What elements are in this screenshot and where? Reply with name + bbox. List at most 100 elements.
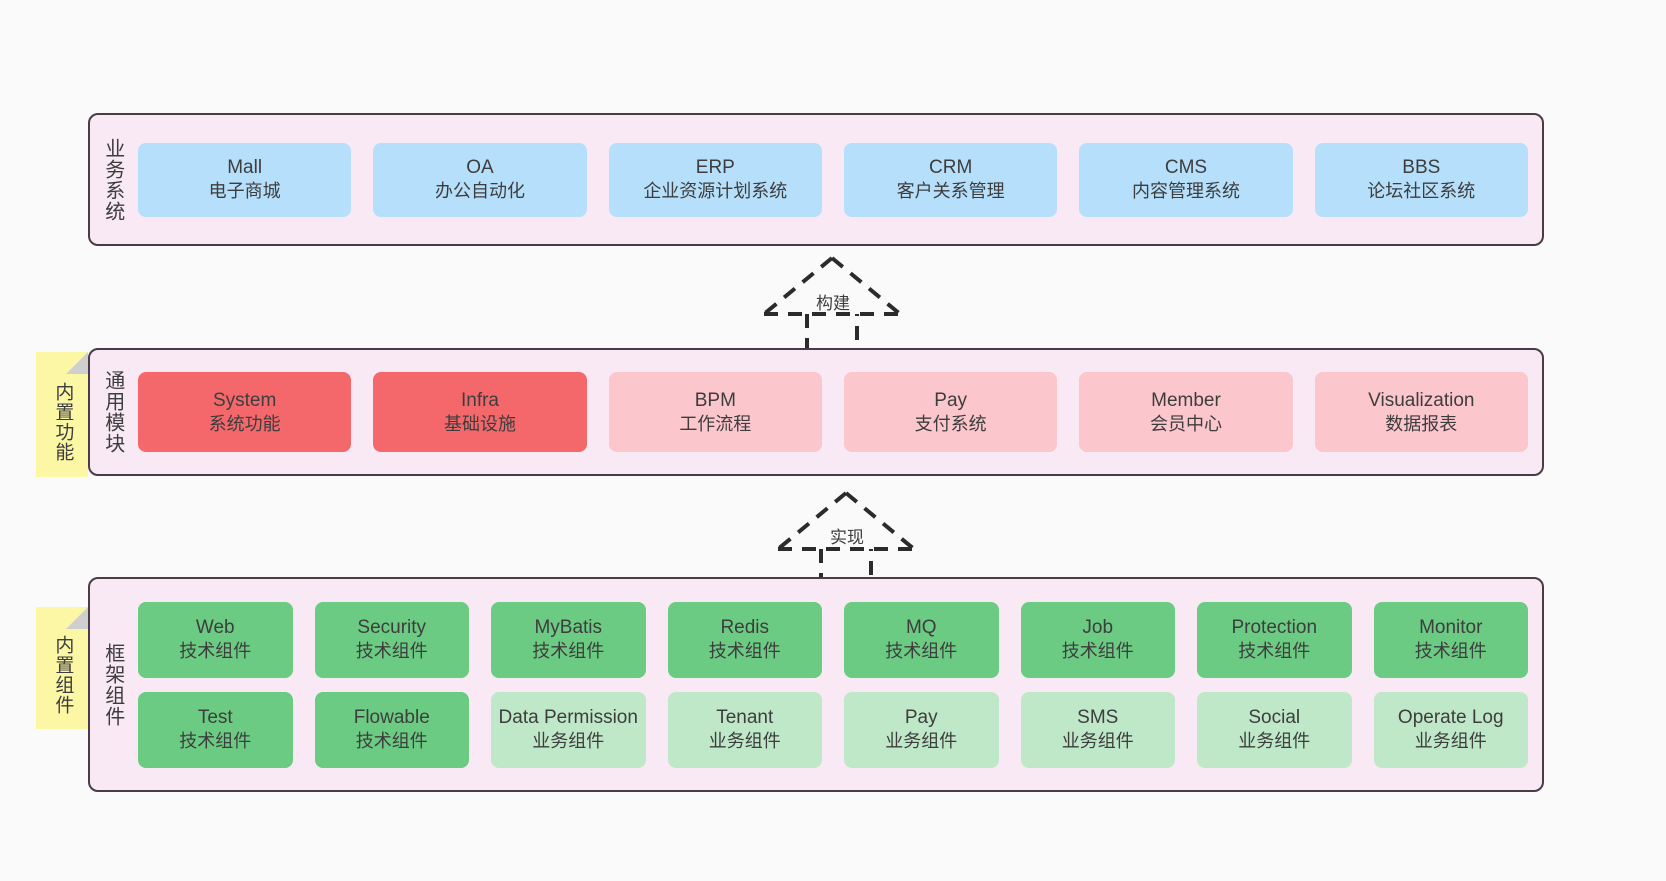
node-redis[interactable]: Redis 技术组件 [667, 601, 822, 678]
node-title: Redis [720, 617, 770, 639]
node-subtitle: 技术组件 [1414, 641, 1487, 662]
node-title: SMS [1077, 707, 1119, 729]
node-title: Web [195, 617, 235, 639]
layer-row: Web 技术组件 Security 技术组件 MyBatis 技术组件 Redi… [138, 601, 1528, 678]
node-subtitle: 业务组件 [1238, 731, 1311, 752]
node-security[interactable]: Security 技术组件 [314, 601, 469, 678]
layer-body-modules: System 系统功能 Infra 基础设施 BPM 工作流程 Pay 支付系统… [134, 350, 1542, 474]
node-subtitle: 办公自动化 [434, 181, 525, 202]
node-subtitle: 业务组件 [532, 731, 605, 752]
node-subtitle: 技术组件 [885, 641, 958, 662]
node-member[interactable]: Member 会员中心 [1079, 372, 1293, 452]
node-title: Pay [934, 389, 968, 411]
node-data-permission[interactable]: Data Permission 业务组件 [491, 691, 646, 768]
node-oa[interactable]: OA 办公自动化 [373, 142, 587, 217]
node-title: MyBatis [534, 617, 603, 639]
node-pay-module[interactable]: Pay 支付系统 [843, 372, 1058, 452]
node-title: Protection [1231, 617, 1318, 639]
node-title: Member [1151, 389, 1221, 411]
node-subtitle: 技术组件 [708, 641, 781, 662]
node-title: Data Permission [498, 707, 638, 729]
connector-build-label: 构建 [816, 294, 850, 313]
node-pay-component[interactable]: Pay 业务组件 [844, 691, 999, 768]
node-title: BPM [694, 389, 736, 411]
node-flowable[interactable]: Flowable 技术组件 [314, 691, 469, 768]
node-title: Flowable [353, 707, 430, 729]
layer-body-business: Mall 电子商城 OA 办公自动化 ERP 企业资源计划系统 CRM 客户关系… [134, 115, 1542, 244]
node-subtitle: 支付系统 [914, 413, 987, 434]
layer-title-business: 业务系统 [101, 137, 124, 222]
layer-row: System 系统功能 Infra 基础设施 BPM 工作流程 Pay 支付系统… [138, 372, 1528, 452]
node-subtitle: 系统功能 [208, 413, 281, 434]
node-bpm[interactable]: BPM 工作流程 [608, 372, 822, 452]
node-title: CMS [1164, 157, 1208, 179]
layer-title-modules: 通用模块 [101, 370, 124, 454]
node-monitor[interactable]: Monitor 技术组件 [1373, 601, 1528, 678]
node-title: Visualization [1368, 389, 1475, 411]
node-title: Test [197, 707, 233, 729]
node-title: MQ [905, 617, 937, 639]
node-infra[interactable]: Infra 基础设施 [373, 372, 587, 452]
node-mybatis[interactable]: MyBatis 技术组件 [491, 601, 646, 678]
node-operate-log[interactable]: Operate Log 业务组件 [1373, 691, 1528, 768]
layer-row: Test 技术组件 Flowable 技术组件 Data Permission … [138, 691, 1528, 768]
note-builtin-components: 内置组件 [36, 607, 88, 729]
layer-common-modules: 通用模块 System 系统功能 Infra 基础设施 BPM 工作流程 Pay… [88, 348, 1544, 476]
node-job[interactable]: Job 技术组件 [1020, 601, 1175, 678]
node-title: Social [1248, 707, 1301, 729]
node-cms[interactable]: CMS 内容管理系统 [1079, 142, 1293, 217]
node-subtitle: 基础设施 [443, 413, 516, 434]
node-erp[interactable]: ERP 企业资源计划系统 [608, 142, 822, 217]
node-mq[interactable]: MQ 技术组件 [844, 601, 999, 678]
node-web[interactable]: Web 技术组件 [138, 601, 293, 678]
node-visualization[interactable]: Visualization 数据报表 [1314, 372, 1528, 452]
layer-row: Mall 电子商城 OA 办公自动化 ERP 企业资源计划系统 CRM 客户关系… [138, 142, 1528, 217]
node-subtitle: 业务组件 [885, 731, 958, 752]
node-subtitle: 技术组件 [355, 641, 428, 662]
node-subtitle: 业务组件 [1061, 731, 1134, 752]
node-subtitle: 电子商城 [208, 181, 281, 202]
node-system[interactable]: System 系统功能 [138, 372, 352, 452]
node-bbs[interactable]: BBS 论坛社区系统 [1314, 142, 1528, 217]
layer-business-systems: 业务系统 Mall 电子商城 OA 办公自动化 ERP 企业资源计划系统 CRM… [88, 113, 1544, 246]
node-subtitle: 技术组件 [179, 641, 252, 662]
node-test[interactable]: Test 技术组件 [138, 691, 293, 768]
node-title: BBS [1402, 157, 1441, 179]
node-subtitle: 业务组件 [1414, 731, 1487, 752]
node-title: Monitor [1419, 617, 1483, 639]
node-subtitle: 技术组件 [355, 731, 428, 752]
node-subtitle: 内容管理系统 [1131, 181, 1240, 202]
node-title: Tenant [716, 707, 774, 729]
node-subtitle: 企业资源计划系统 [643, 181, 788, 202]
node-subtitle: 技术组件 [532, 641, 605, 662]
node-subtitle: 会员中心 [1149, 413, 1222, 434]
node-title: Job [1082, 617, 1114, 639]
layer-body-framework: Web 技术组件 Security 技术组件 MyBatis 技术组件 Redi… [134, 579, 1542, 790]
node-title: Operate Log [1397, 707, 1504, 729]
note-builtin-features: 内置功能 [36, 352, 88, 477]
node-subtitle: 客户关系管理 [896, 181, 1005, 202]
node-sms[interactable]: SMS 业务组件 [1020, 691, 1175, 768]
node-title: System [212, 389, 277, 411]
layer-title-framework: 框架组件 [101, 642, 124, 727]
node-subtitle: 技术组件 [1238, 641, 1311, 662]
node-title: Security [357, 617, 427, 639]
node-subtitle: 工作流程 [679, 413, 752, 434]
layer-framework-components: 框架组件 Web 技术组件 Security 技术组件 MyBatis 技术组件… [88, 577, 1544, 792]
node-subtitle: 业务组件 [708, 731, 781, 752]
node-crm[interactable]: CRM 客户关系管理 [843, 142, 1058, 217]
node-title: Infra [460, 389, 499, 411]
node-title: OA [466, 157, 494, 179]
node-subtitle: 数据报表 [1385, 413, 1458, 434]
node-subtitle: 论坛社区系统 [1367, 181, 1476, 202]
node-tenant[interactable]: Tenant 业务组件 [667, 691, 822, 768]
node-title: CRM [929, 157, 973, 179]
node-title: Mall [227, 157, 263, 179]
node-title: ERP [695, 157, 735, 179]
node-subtitle: 技术组件 [1061, 641, 1134, 662]
node-protection[interactable]: Protection 技术组件 [1197, 601, 1352, 678]
connector-implement-label: 实现 [830, 528, 864, 547]
node-mall[interactable]: Mall 电子商城 [138, 142, 352, 217]
node-social[interactable]: Social 业务组件 [1197, 691, 1352, 768]
